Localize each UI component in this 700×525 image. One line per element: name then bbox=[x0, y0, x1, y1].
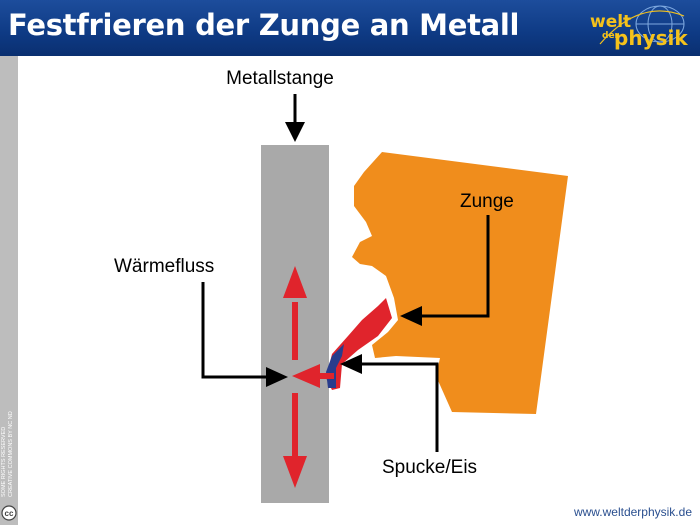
header-banner: Festfrieren der Zunge an Metall welt der… bbox=[0, 0, 700, 56]
logo-text-welt: welt bbox=[590, 12, 632, 32]
label-tongue: Zunge bbox=[460, 191, 514, 212]
creative-commons-icon: cc bbox=[1, 505, 17, 521]
label-metal-rod: Metallstange bbox=[226, 68, 334, 89]
welt-der-physik-logo: welt der physik bbox=[580, 2, 690, 54]
logo-text-physik: physik bbox=[614, 26, 688, 50]
logo-text-der: der bbox=[602, 31, 619, 41]
pointer-saliva-head bbox=[340, 354, 362, 374]
globe-icon bbox=[599, 5, 685, 45]
pointer-heat-flow bbox=[201, 282, 268, 379]
heat-arrow-up-head bbox=[283, 266, 307, 298]
tongue-shape bbox=[352, 152, 568, 414]
ice-layer bbox=[326, 298, 392, 390]
heat-arrow-left-head bbox=[292, 364, 320, 388]
side-strip bbox=[0, 56, 18, 525]
pointer-tongue-head bbox=[400, 306, 422, 326]
pointer-metal-rod-head bbox=[285, 122, 305, 142]
pointer-heat-flow-head bbox=[266, 367, 288, 387]
footer-url: www.weltderphysik.de bbox=[573, 505, 692, 519]
slide-title: Festfrieren der Zunge an Metall bbox=[8, 8, 520, 42]
pointer-saliva bbox=[360, 362, 439, 452]
label-saliva: Spucke/Eis bbox=[382, 457, 477, 478]
label-heat-flow: Wärmefluss bbox=[114, 256, 214, 277]
svg-text:cc: cc bbox=[5, 509, 14, 518]
pointer-tongue bbox=[420, 215, 490, 318]
heat-arrow-down-head bbox=[283, 456, 307, 488]
